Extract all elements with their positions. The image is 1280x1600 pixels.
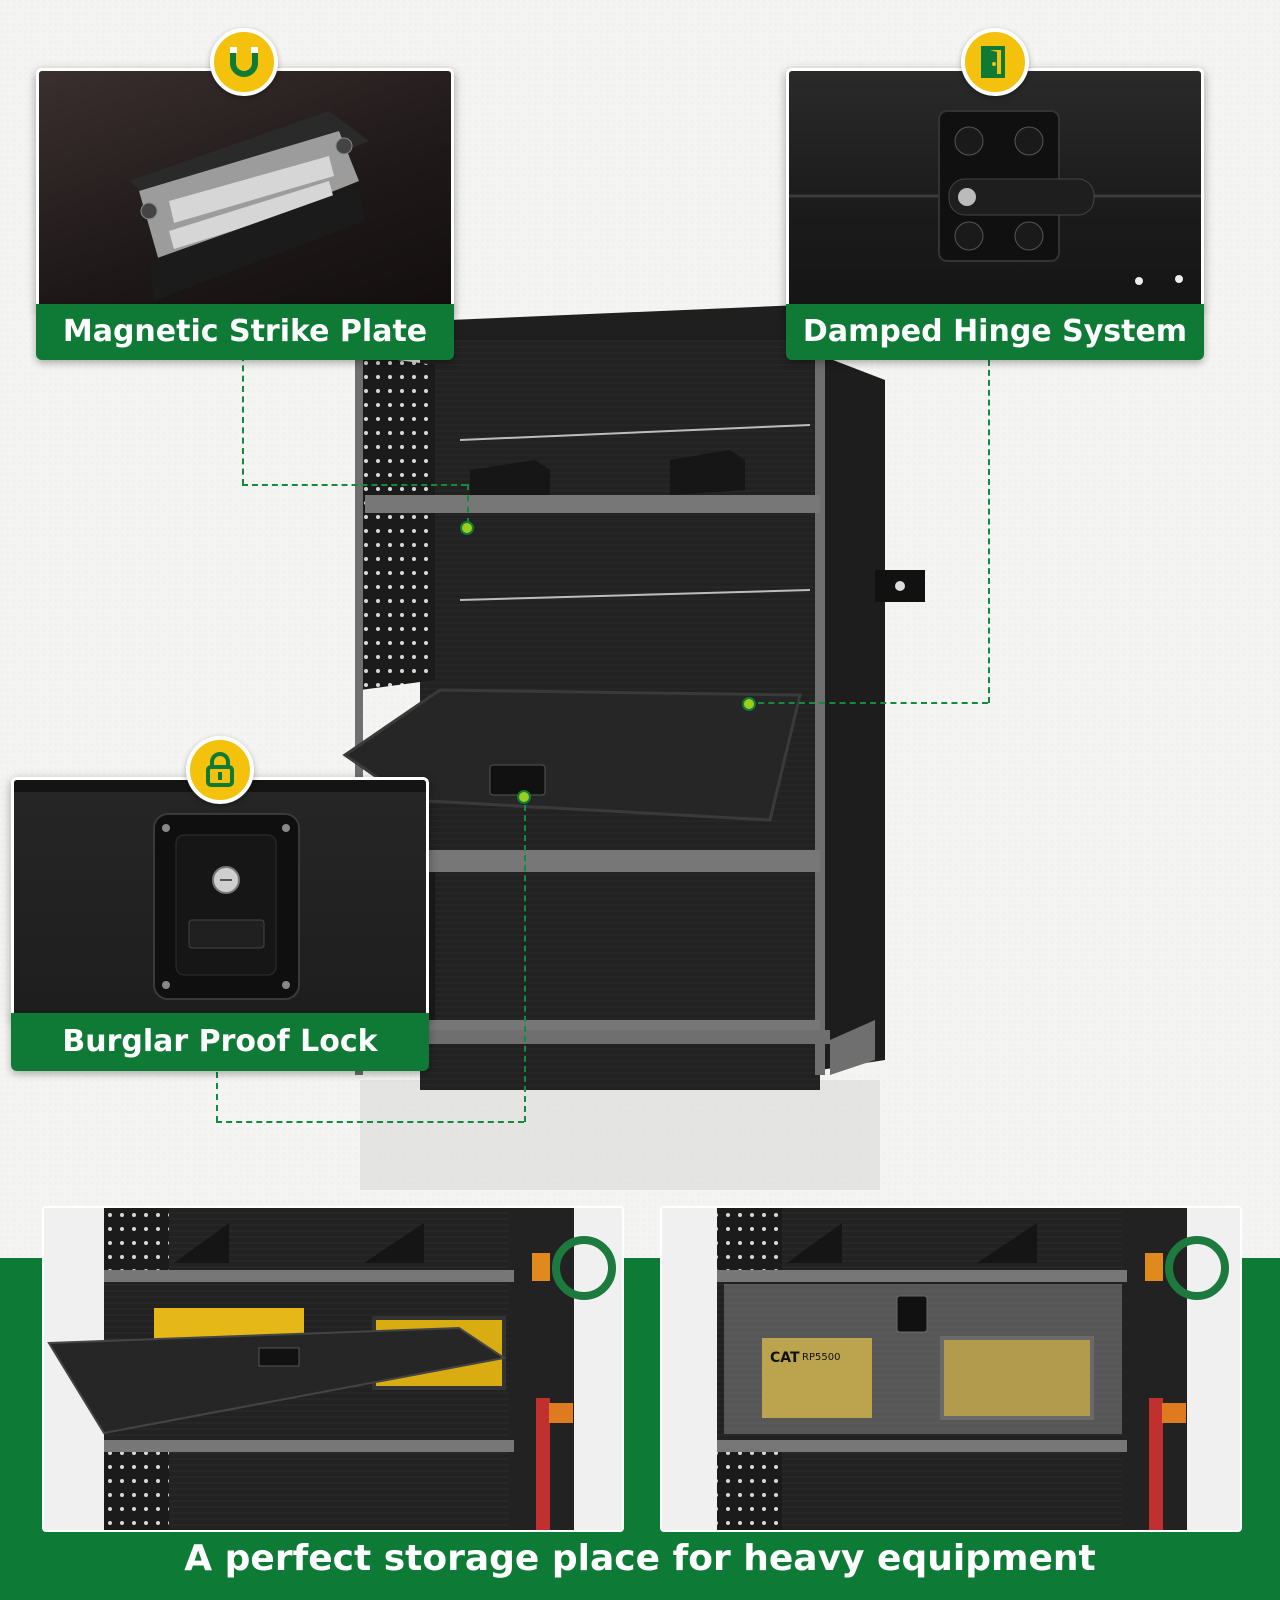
magnet-icon: [210, 28, 278, 96]
callout-magnetic-strike-plate: Magnetic Strike Plate: [36, 68, 454, 360]
cabinet-illustration: [342, 305, 925, 1190]
generator-brand-label: CAT: [770, 1350, 800, 1366]
hinge-image: [789, 110, 1201, 285]
connector-magnetic-h: [242, 484, 467, 486]
feature-label: Magnetic Strike Plate: [36, 304, 454, 360]
hinge-photo: [786, 68, 1204, 308]
feature-label: Damped Hinge System: [786, 304, 1204, 360]
lock-photo: [11, 777, 429, 1017]
connector-lock-v2: [216, 1072, 218, 1122]
tagline: A perfect storage place for heavy equipm…: [184, 1538, 1096, 1579]
feature-label: Burglar Proof Lock: [11, 1013, 429, 1071]
connector-hinge: [988, 360, 990, 703]
connector-hinge-h: [748, 702, 988, 704]
scene-door-closed: CAT RP5500: [660, 1206, 1242, 1532]
connector-magnetic: [242, 355, 244, 485]
connector-magnetic-v2: [467, 484, 469, 524]
callout-damped-hinge-system: Damped Hinge System: [786, 68, 1204, 360]
marker-lock: [517, 790, 531, 804]
scene-door-open: [42, 1206, 624, 1532]
door-icon: [961, 28, 1029, 96]
scene-open-image: [44, 1208, 622, 1530]
marker-hinge: [742, 697, 756, 711]
marker-magnetic: [460, 521, 474, 535]
connector-lock-h: [216, 1121, 524, 1123]
scene-closed-image: [662, 1208, 1240, 1530]
connector-lock: [524, 795, 526, 1122]
magnet-latch-image: [129, 111, 369, 301]
lock-image: [14, 780, 426, 1000]
callout-burglar-proof-lock: Burglar Proof Lock: [11, 777, 429, 1071]
padlock-icon: [186, 736, 254, 804]
magnetic-strike-photo: [36, 68, 454, 308]
generator-model-label: RP5500: [802, 1352, 841, 1363]
